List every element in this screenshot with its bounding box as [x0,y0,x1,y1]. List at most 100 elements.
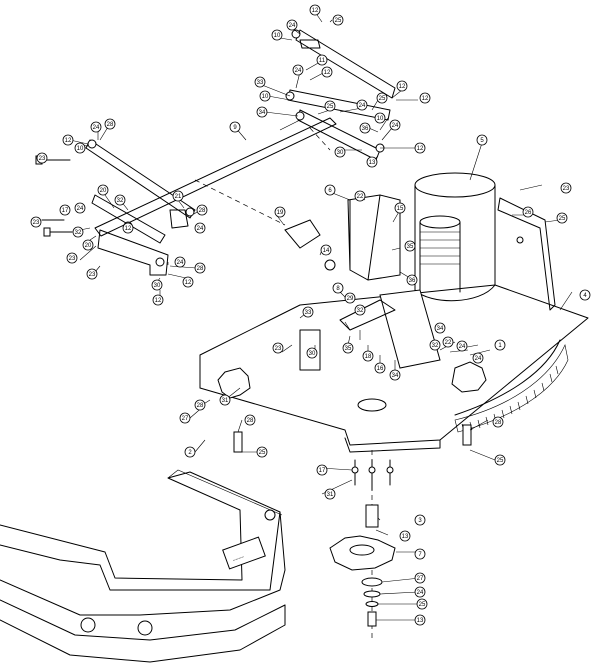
knob-lower [329,535,396,571]
callout-28f: 28 [492,416,504,428]
callout-20b: 20 [82,239,94,251]
svg-text:17: 17 [319,468,326,474]
svg-text:19: 19 [277,210,284,216]
callout-23: 23 [36,152,48,164]
svg-text:25: 25 [559,216,566,222]
callout-12b: 12 [321,66,333,78]
callout-24i: 24 [456,340,468,352]
callout-24: 24 [286,19,298,31]
svg-text:12: 12 [417,146,424,152]
svg-text:20: 20 [85,243,92,249]
callout-10b: 10 [259,90,271,102]
svg-text:11: 11 [319,58,326,64]
callout-28b: 28 [196,204,208,216]
callout-3: 3 [414,514,426,526]
svg-text:26: 26 [525,210,532,216]
spindle-hardware [233,424,472,640]
callout-2: 2 [184,446,196,458]
svg-text:24: 24 [93,125,100,131]
svg-text:12: 12 [312,8,319,14]
callout-15: 15 [394,202,406,214]
callout-34: 34 [256,106,268,118]
svg-text:9: 9 [233,125,237,131]
svg-text:15: 15 [397,206,404,212]
svg-text:6: 6 [328,188,332,194]
svg-text:24: 24 [417,590,424,596]
callout-9: 9 [229,121,241,133]
svg-text:28: 28 [107,122,114,128]
svg-text:22: 22 [445,340,452,346]
svg-text:12: 12 [125,226,132,232]
svg-text:21: 21 [175,194,182,200]
svg-text:10: 10 [77,146,84,152]
svg-text:24: 24 [459,344,466,350]
callout-24e: 24 [90,121,102,133]
callout-27b: 27 [414,572,426,584]
callout-25b: 25 [324,100,336,112]
svg-text:23: 23 [89,272,96,278]
callout-28d: 28 [194,399,206,411]
svg-text:32: 32 [117,198,124,204]
svg-text:34: 34 [392,373,399,379]
svg-text:~~~~: ~~~~ [232,554,245,564]
svg-text:31: 31 [222,398,229,404]
callout-32c: 32 [354,304,366,316]
svg-text:12: 12 [155,298,162,304]
callout-1: 1 [494,339,506,351]
svg-text:28: 28 [197,403,204,409]
callout-36: 36 [359,122,371,134]
svg-text:12: 12 [399,84,406,90]
svg-text:28: 28 [247,418,254,424]
callout-24d: 24 [389,119,401,131]
svg-text:28: 28 [199,208,206,214]
svg-text:13: 13 [369,160,376,166]
svg-text:10: 10 [377,116,384,122]
callout-24b: 24 [292,64,304,76]
svg-text:10: 10 [262,94,269,100]
callout-19: 19 [274,206,286,218]
callout-31: 31 [219,394,231,406]
knob-right [451,361,487,393]
svg-text:13: 13 [417,618,424,624]
callout-12e: 12 [414,142,426,154]
callout-12f: 12 [62,134,74,146]
svg-text:32: 32 [432,343,439,349]
callout-7: 7 [414,548,426,560]
svg-text:27: 27 [182,416,189,422]
callout-27: 27 [179,412,191,424]
callout-34b: 34 [389,369,401,381]
svg-text:10: 10 [274,33,281,39]
callout-12c: 12 [396,80,408,92]
callout-30: 30 [334,146,346,158]
callout-26: 26 [522,206,534,218]
svg-text:7: 7 [418,552,422,558]
callout-12h: 12 [182,276,194,288]
svg-text:31: 31 [327,492,334,498]
svg-text:14: 14 [323,248,330,254]
svg-text:25: 25 [379,96,386,102]
callout-12g: 12 [122,222,134,234]
callouts: 12 25 24 10 11 12 24 33 10 34 25 24 25 1… [30,4,591,626]
callout-21: 21 [172,190,184,202]
pivot-assembly [284,219,441,371]
callout-13: 13 [366,156,378,168]
svg-text:32: 32 [75,230,82,236]
callout-35b: 35 [342,342,354,354]
svg-text:18: 18 [365,354,372,360]
callout-22b: 22 [442,336,454,348]
svg-text:5: 5 [480,138,484,144]
svg-text:25: 25 [259,450,266,456]
callout-17: 17 [59,204,71,216]
callout-12: 12 [309,4,321,16]
callout-36b: 36 [406,274,418,286]
svg-text:12: 12 [65,138,72,144]
svg-text:36: 36 [362,126,369,132]
callout-24k: 24 [414,586,426,598]
callout-33: 33 [254,76,266,88]
svg-text:20: 20 [100,188,107,194]
svg-text:28: 28 [197,266,204,272]
svg-text:12: 12 [324,70,331,76]
callout-25: 25 [332,14,344,26]
svg-text:33: 33 [305,310,312,316]
